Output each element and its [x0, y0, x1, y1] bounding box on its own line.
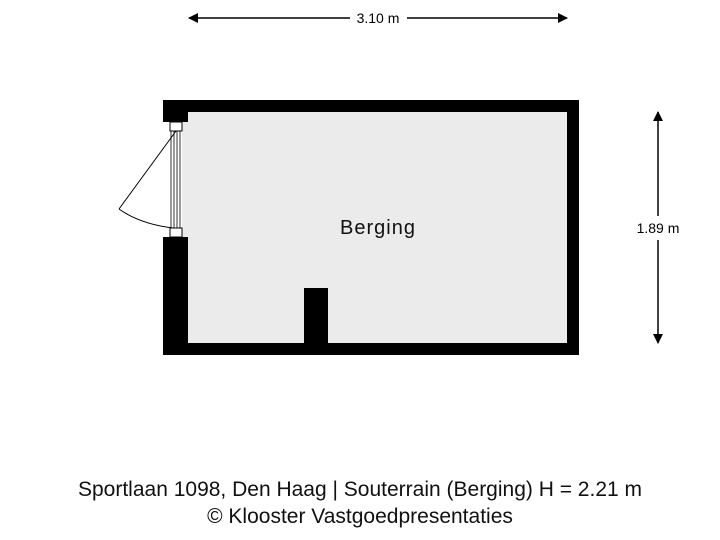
copyright-caption: © Klooster Vastgoedpresentaties: [207, 505, 513, 528]
pillar: [304, 288, 328, 344]
door-leaf: [118, 130, 177, 210]
address-caption: Sportlaan 1098, Den Haag | Souterrain (B…: [77, 478, 643, 501]
room-walls: [163, 100, 579, 355]
door: [118, 121, 183, 238]
width-dimension-arrow: 3.10 m: [188, 10, 568, 26]
height-dimension-arrow: 1.89 m: [637, 111, 680, 344]
width-dimension-label: 3.10 m: [357, 10, 400, 26]
room-floor: [188, 112, 567, 343]
door-swing-arc: [118, 208, 174, 229]
room-label: Berging: [340, 217, 416, 239]
height-dimension-label: 1.89 m: [637, 220, 680, 236]
